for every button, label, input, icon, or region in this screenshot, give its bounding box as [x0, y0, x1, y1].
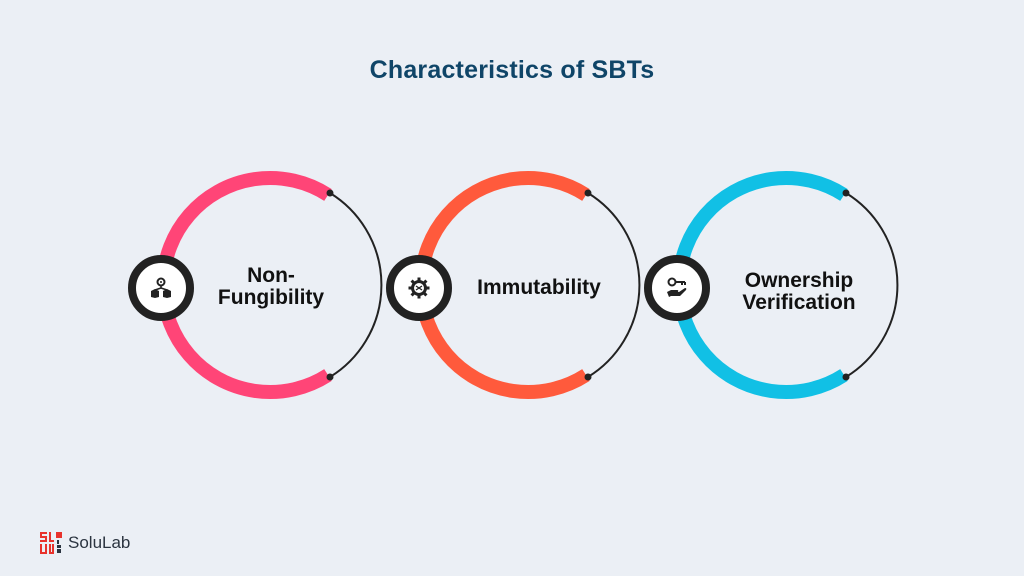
- gear-shuffle-icon: [386, 255, 452, 321]
- label-line-1: Ownership: [744, 269, 854, 292]
- network-cubes-icon: [128, 255, 194, 321]
- hand-key-icon: [644, 255, 710, 321]
- solulab-mark-icon: [40, 532, 62, 554]
- arc-dot: [584, 189, 592, 197]
- arc-dot: [584, 373, 592, 381]
- label-ownership-verification: Ownership Verification: [718, 270, 880, 314]
- arc-dot: [842, 189, 850, 197]
- thin-arc: [845, 192, 899, 378]
- label-non-fungibility: Non- Fungibility: [190, 265, 352, 309]
- arc-dot: [842, 373, 850, 381]
- label-line-1: Non-: [247, 264, 295, 287]
- thin-arc: [329, 192, 383, 378]
- label-line-2: Verification: [742, 291, 856, 314]
- label-line-2: Fungibility: [217, 286, 325, 309]
- solulab-logo: SoluLab: [40, 532, 130, 554]
- label-line-1: Immutability: [477, 276, 601, 299]
- page-title: Characteristics of SBTs: [369, 56, 655, 84]
- label-immutability: Immutability: [458, 277, 620, 299]
- arc-dot: [326, 189, 334, 197]
- brand-name: SoluLab: [68, 533, 131, 552]
- arc-dot: [326, 373, 334, 381]
- thin-arc: [587, 192, 641, 378]
